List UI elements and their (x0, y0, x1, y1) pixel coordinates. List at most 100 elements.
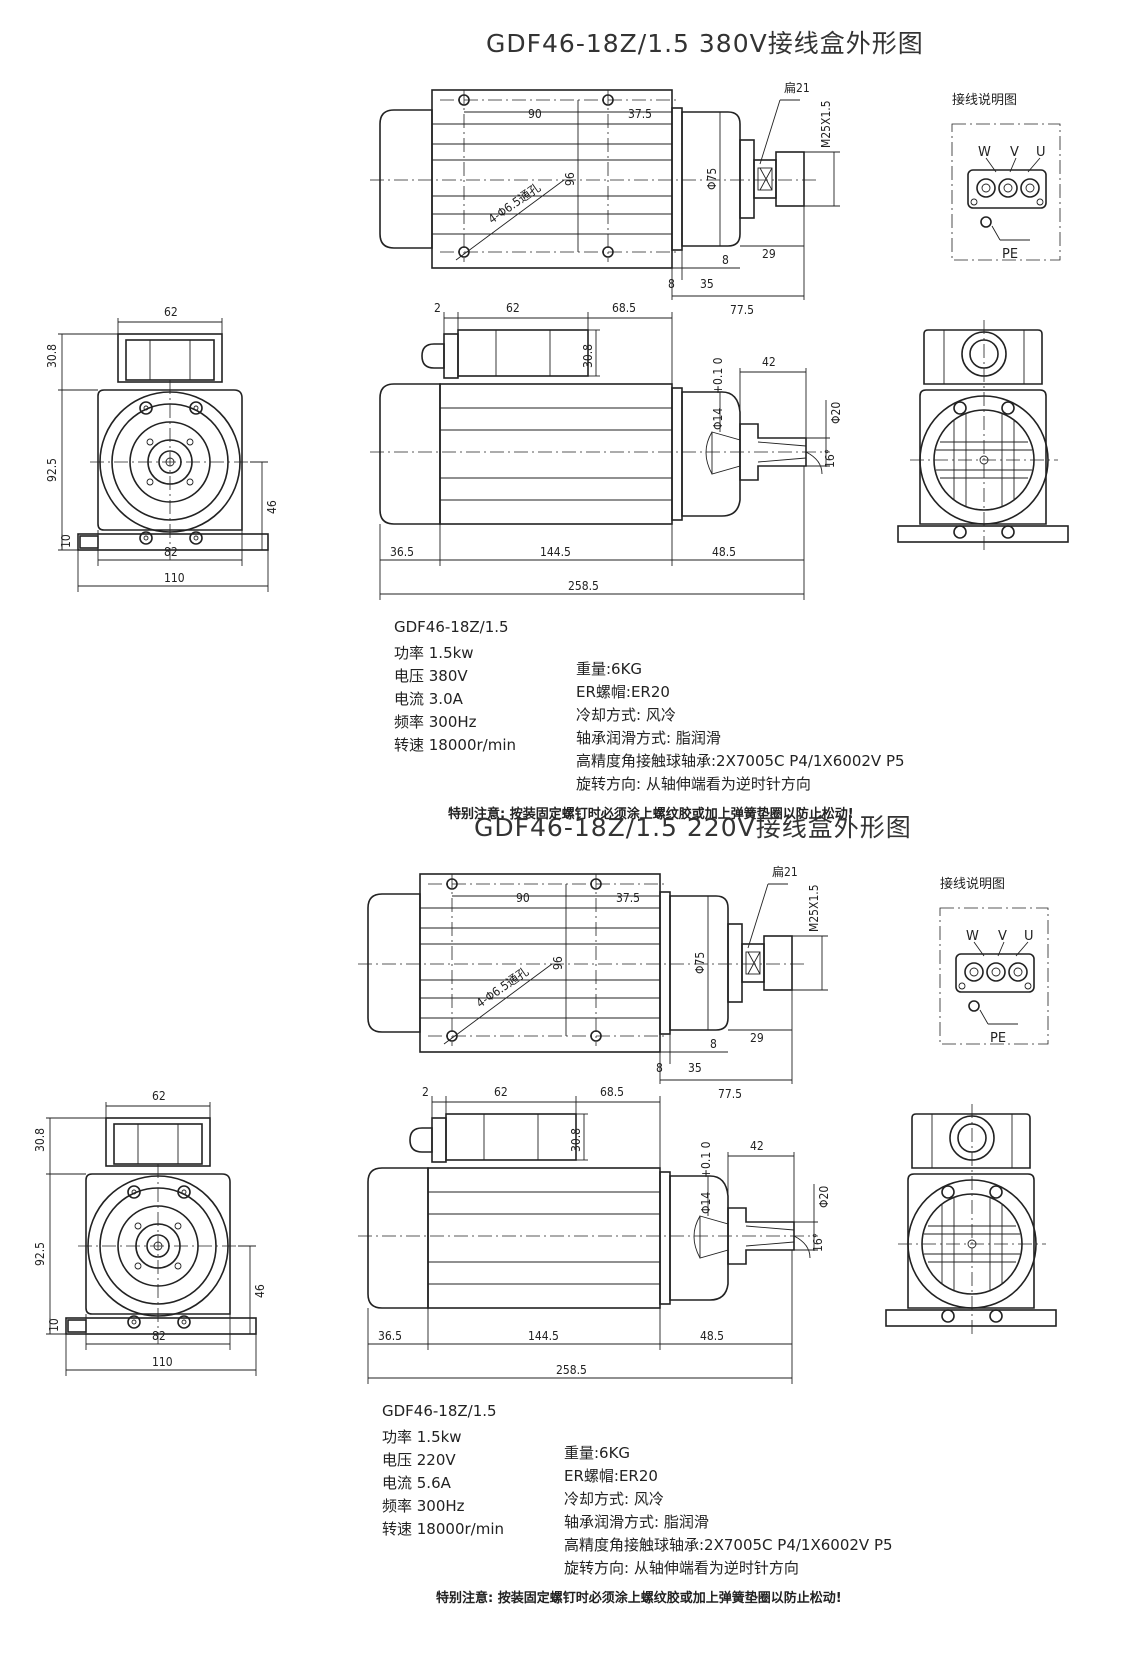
spec-right-line: ER螺帽:ER20 (576, 683, 670, 701)
dim-flat: 扁21 (772, 865, 798, 879)
dim-front-92-5: 92.5 (45, 458, 59, 482)
dim-phi20: Φ20 (829, 402, 843, 424)
dim-8b: 8 (668, 277, 675, 291)
spec-right-line: 轴承润滑方式: 脂润滑 (576, 729, 721, 747)
dim-front-46: 46 (265, 500, 279, 514)
dim-36-5: 36.5 (390, 545, 414, 559)
terminal-pe: PE (990, 1031, 1006, 1046)
dim-front-30-8: 30.8 (45, 344, 59, 368)
spec-left-line: 电流 5.6A (382, 1474, 452, 1492)
warning-note: 特别注意: 按装固定螺钉时必须涂上螺纹胶或加上弹簧垫圈以防止松动! (436, 1590, 842, 1606)
dim-8a: 8 (722, 253, 729, 267)
dim-77-5: 77.5 (718, 1087, 742, 1101)
dim-angle: 16° (823, 449, 837, 468)
spec-model: GDF46-18Z/1.5 (394, 618, 509, 636)
dim-37-5: 37.5 (616, 891, 640, 905)
dim-front-46: 46 (253, 1284, 267, 1298)
terminal-u: U (1024, 929, 1034, 944)
spec-left-line: 电压 220V (382, 1451, 456, 1469)
dim-m25: M25X1.5 (807, 884, 821, 932)
dim-144-5: 144.5 (528, 1329, 559, 1343)
spec-right-line: 冷却方式: 风冷 (576, 706, 676, 724)
spec-left-line: 电流 3.0A (394, 690, 464, 708)
spec-left-line: 功率 1.5kw (394, 644, 474, 662)
dim-m25: M25X1.5 (819, 100, 833, 148)
dim-29: 29 (762, 247, 776, 261)
dim-35: 35 (700, 277, 714, 291)
dim-258-5: 258.5 (556, 1363, 587, 1377)
dim-side-62: 62 (506, 301, 520, 315)
dim-front-82: 82 (152, 1329, 166, 1343)
terminal-pe: PE (1002, 247, 1018, 262)
warning-note: 特别注意: 按装固定螺钉时必须涂上螺纹胶或加上弹簧垫圈以防止松动! (448, 806, 854, 822)
terminal-v: V (1010, 145, 1019, 160)
dim-96: 96 (551, 956, 565, 970)
spec-model: GDF46-18Z/1.5 (382, 1402, 497, 1420)
dim-mount-holes: 4-Φ6.5通孔 (474, 964, 532, 1010)
dim-side-2: 2 (434, 301, 441, 315)
dim-side-68-5: 68.5 (600, 1085, 624, 1099)
drawing-title: GDF46-18Z/1.5 220V接线盒外形图 (474, 813, 912, 842)
dim-side-68-5: 68.5 (612, 301, 636, 315)
dim-96: 96 (563, 172, 577, 186)
spec-left-line: 转速 18000r/min (382, 1520, 504, 1538)
dim-48-5: 48.5 (700, 1329, 724, 1343)
dim-phi75: Φ75 (693, 952, 707, 974)
dim-angle: 16° (811, 1233, 825, 1252)
dim-side-30-8: 30.8 (569, 1128, 583, 1152)
dim-258-5: 258.5 (568, 579, 599, 593)
dim-tolerance: +0.1 0 (711, 357, 725, 394)
terminal-w: W (966, 929, 979, 944)
dim-36-5: 36.5 (378, 1329, 402, 1343)
spec-left-line: 功率 1.5kw (382, 1428, 462, 1446)
terminal-w: W (978, 145, 991, 160)
dim-front-30-8: 30.8 (33, 1128, 47, 1152)
dim-8a: 8 (710, 1037, 717, 1051)
dim-front-62: 62 (164, 305, 178, 319)
spec-left-line: 电压 380V (394, 667, 468, 685)
dim-front-110: 110 (164, 571, 185, 585)
drawing-title: GDF46-18Z/1.5 380V接线盒外形图 (486, 29, 924, 58)
dim-35: 35 (688, 1061, 702, 1075)
spec-left-line: 频率 300Hz (394, 713, 477, 731)
dim-side-30-8: 30.8 (581, 344, 595, 368)
dim-tolerance: +0.1 0 (699, 1141, 713, 1178)
dim-front-10: 10 (47, 1318, 61, 1332)
dim-phi75: Φ75 (705, 168, 719, 190)
dim-front-62: 62 (152, 1089, 166, 1103)
dim-phi20: Φ20 (817, 1186, 831, 1208)
spec-right-line: 高精度角接触球轴承:2X7005C P4/1X6002V P5 (564, 1536, 893, 1554)
spec-right-line: 重量:6KG (576, 660, 642, 678)
wiring-title: 接线说明图 (952, 92, 1017, 108)
dim-144-5: 144.5 (540, 545, 571, 559)
dim-side-42: 42 (750, 1139, 764, 1153)
dim-phi14: Φ14 (711, 408, 725, 430)
dim-48-5: 48.5 (712, 545, 736, 559)
dim-front-82: 82 (164, 545, 178, 559)
spec-right-line: 冷却方式: 风冷 (564, 1490, 664, 1508)
spec-right-line: 旋转方向: 从轴伸端看为逆时针方向 (576, 775, 811, 793)
dim-mount-holes: 4-Φ6.5通孔 (486, 180, 544, 226)
dim-29: 29 (750, 1031, 764, 1045)
spec-left-line: 转速 18000r/min (394, 736, 516, 754)
spec-right-line: 重量:6KG (564, 1444, 630, 1462)
spec-right-line: 轴承润滑方式: 脂润滑 (564, 1513, 709, 1531)
dim-phi14: Φ14 (699, 1192, 713, 1214)
dim-side-42: 42 (762, 355, 776, 369)
dim-front-110: 110 (152, 1355, 173, 1369)
dim-8b: 8 (656, 1061, 663, 1075)
spec-right-line: 高精度角接触球轴承:2X7005C P4/1X6002V P5 (576, 752, 905, 770)
dim-flat: 扁21 (784, 81, 810, 95)
wiring-title: 接线说明图 (940, 876, 1005, 892)
dim-90: 90 (516, 891, 530, 905)
dim-side-2: 2 (422, 1085, 429, 1099)
spec-left-line: 频率 300Hz (382, 1497, 465, 1515)
spec-right-line: ER螺帽:ER20 (564, 1467, 658, 1485)
terminal-v: V (998, 929, 1007, 944)
dim-side-62: 62 (494, 1085, 508, 1099)
dim-37-5: 37.5 (628, 107, 652, 121)
dim-90: 90 (528, 107, 542, 121)
